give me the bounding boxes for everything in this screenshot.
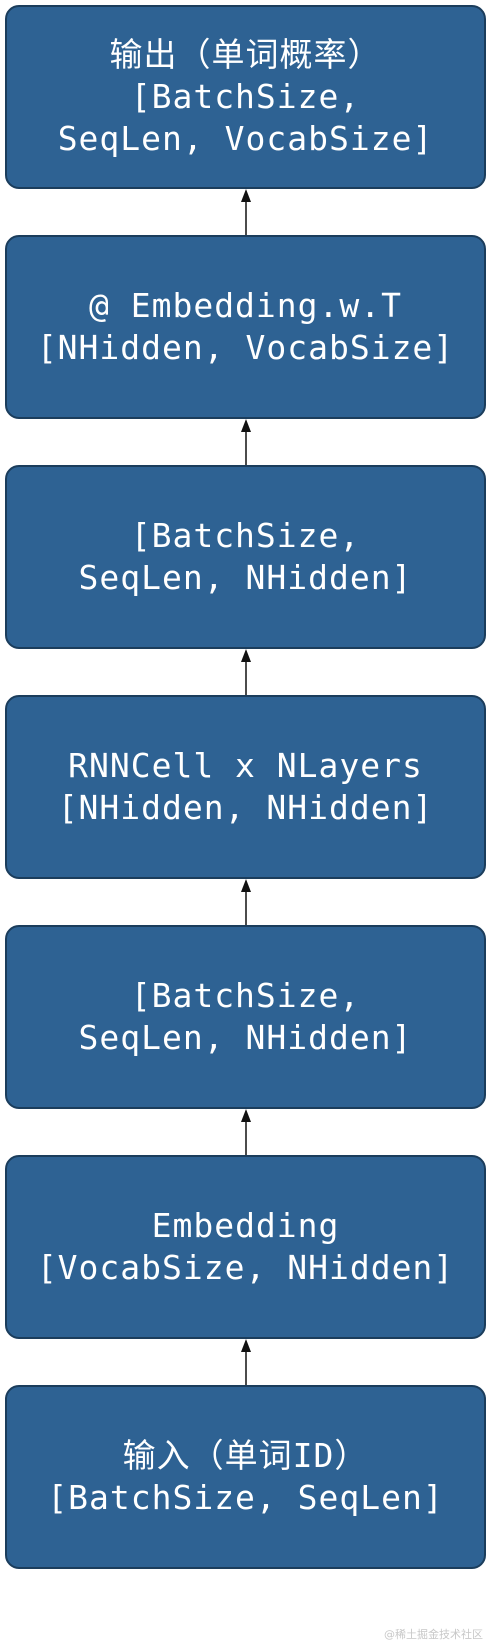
- node-label-line: [NHidden, NHidden]: [57, 788, 434, 827]
- output-node: 输出（单词概率） [BatchSize, SeqLen, VocabSize]: [5, 5, 486, 189]
- embedded-shape-node: [BatchSize, SeqLen, NHidden]: [5, 925, 486, 1109]
- node-label-line: [BatchSize,: [130, 77, 361, 116]
- node-label-line: @ Embedding.w.T: [88, 286, 402, 325]
- input-node: 输入（单词ID） [BatchSize, SeqLen]: [5, 1385, 486, 1569]
- node-label-line: [BatchSize,: [130, 516, 361, 555]
- arrow-up-icon: [239, 419, 253, 465]
- embedding-transpose-node: @ Embedding.w.T [NHidden, VocabSize]: [5, 235, 486, 419]
- arrow-up-icon: [239, 879, 253, 925]
- node-label-line: SeqLen, VocabSize]: [57, 119, 434, 158]
- arrow-up-icon: [239, 1339, 253, 1385]
- node-label-line: [VocabSize, NHidden]: [36, 1248, 455, 1287]
- node-label-line: RNNCell x NLayers: [68, 746, 423, 785]
- arrow-up-icon: [239, 189, 253, 235]
- node-label-line: [BatchSize,: [130, 976, 361, 1015]
- node-label-line: 输入（单词ID）: [122, 1436, 369, 1475]
- node-label-line: SeqLen, NHidden]: [78, 558, 413, 597]
- embedding-node: Embedding [VocabSize, NHidden]: [5, 1155, 486, 1339]
- watermark: @稀土掘金技术社区: [384, 1628, 483, 1641]
- node-label-line: Embedding: [151, 1206, 340, 1245]
- arrow-up-icon: [239, 1109, 253, 1155]
- node-label-line: 输出（单词概率）: [109, 35, 382, 74]
- node-label-line: [BatchSize, SeqLen]: [47, 1478, 444, 1517]
- arrow-up-icon: [239, 649, 253, 695]
- node-label-line: SeqLen, NHidden]: [78, 1018, 413, 1057]
- rnn-output-shape-node: [BatchSize, SeqLen, NHidden]: [5, 465, 486, 649]
- rnn-cell-node: RNNCell x NLayers [NHidden, NHidden]: [5, 695, 486, 879]
- node-label-line: [NHidden, VocabSize]: [36, 328, 455, 367]
